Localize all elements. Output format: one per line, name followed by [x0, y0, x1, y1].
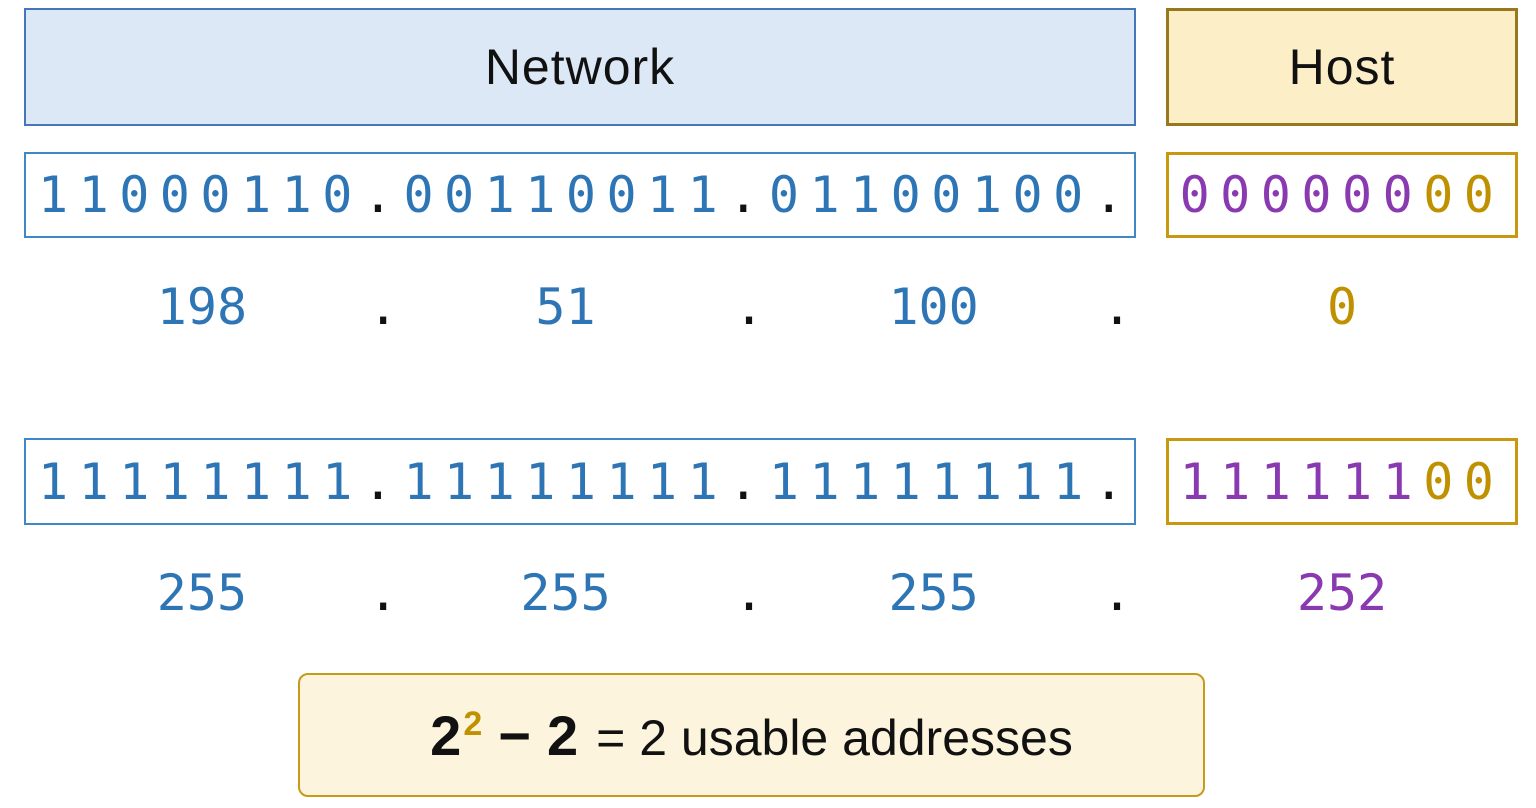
subnet-bits: 000000	[1179, 166, 1424, 224]
usable-addresses-formula: 22−2= 2 usable addresses	[430, 703, 1073, 768]
octet-separator-dot: .	[362, 452, 404, 511]
host-header: Host	[1166, 8, 1518, 126]
binary-address-network-box: 11000110.00110011.01100100.	[24, 152, 1136, 238]
decimal-host-octet: 0	[1326, 278, 1358, 336]
decimal-address-network: 198 . 51 . 100 .	[24, 279, 1136, 335]
network-header: Network	[24, 8, 1136, 126]
host-bits: 00	[1423, 166, 1505, 224]
decimal-octet: 51	[535, 278, 596, 336]
formula-result-text: = 2 usable addresses	[596, 709, 1073, 766]
decimal-octet: 255	[156, 564, 248, 622]
decimal-octet: 255	[520, 564, 611, 622]
binary-octet: 11111111	[403, 452, 729, 511]
octet-separator-dot: .	[1102, 564, 1133, 622]
binary-octet: 11111111	[768, 452, 1094, 511]
decimal-host-octet: 252	[1296, 564, 1388, 622]
host-bits: 00	[1423, 452, 1505, 511]
octet-separator-dot: .	[362, 166, 404, 224]
formula-minus-operator: −	[498, 703, 531, 767]
octet-separator-dot: .	[1093, 452, 1135, 511]
octet-separator-dot: .	[368, 564, 399, 622]
binary-octet: 01100100	[768, 166, 1094, 224]
host-header-label: Host	[1288, 39, 1396, 95]
binary-octet: 11000110	[38, 166, 363, 224]
decimal-octet: 198	[156, 278, 248, 336]
decimal-address-host: 0	[1166, 279, 1518, 335]
octet-separator-dot: .	[1093, 166, 1135, 224]
binary-octet: 11111111	[38, 452, 363, 511]
decimal-mask-network: 255 . 255 . 255 .	[24, 565, 1136, 621]
decimal-octet: 255	[888, 564, 979, 622]
usable-addresses-formula-box: 22−2= 2 usable addresses	[298, 673, 1205, 797]
octet-separator-dot: .	[728, 166, 769, 224]
decimal-mask-host: 252	[1166, 565, 1518, 621]
network-header-label: Network	[484, 39, 676, 95]
octet-separator-dot: .	[368, 278, 399, 336]
octet-separator-dot: .	[1102, 278, 1133, 336]
decimal-mask-row: 255 . 255 . 255 . 252	[0, 565, 1536, 621]
subnet-bits: 111111	[1179, 452, 1424, 511]
formula-power-base: 2	[430, 703, 462, 767]
octet-separator-dot: .	[733, 564, 765, 622]
octet-separator-dot: .	[733, 278, 765, 336]
binary-mask-network-box: 11111111.11111111.11111111.	[24, 438, 1136, 525]
formula-subtrahend: 2	[546, 703, 579, 767]
decimal-address-row: 198 . 51 . 100 . 0	[0, 279, 1536, 335]
binary-octet: 00110011	[403, 166, 729, 224]
decimal-octet: 100	[888, 278, 979, 336]
formula-power-exponent: 2	[463, 704, 483, 743]
octet-separator-dot: .	[728, 452, 769, 511]
